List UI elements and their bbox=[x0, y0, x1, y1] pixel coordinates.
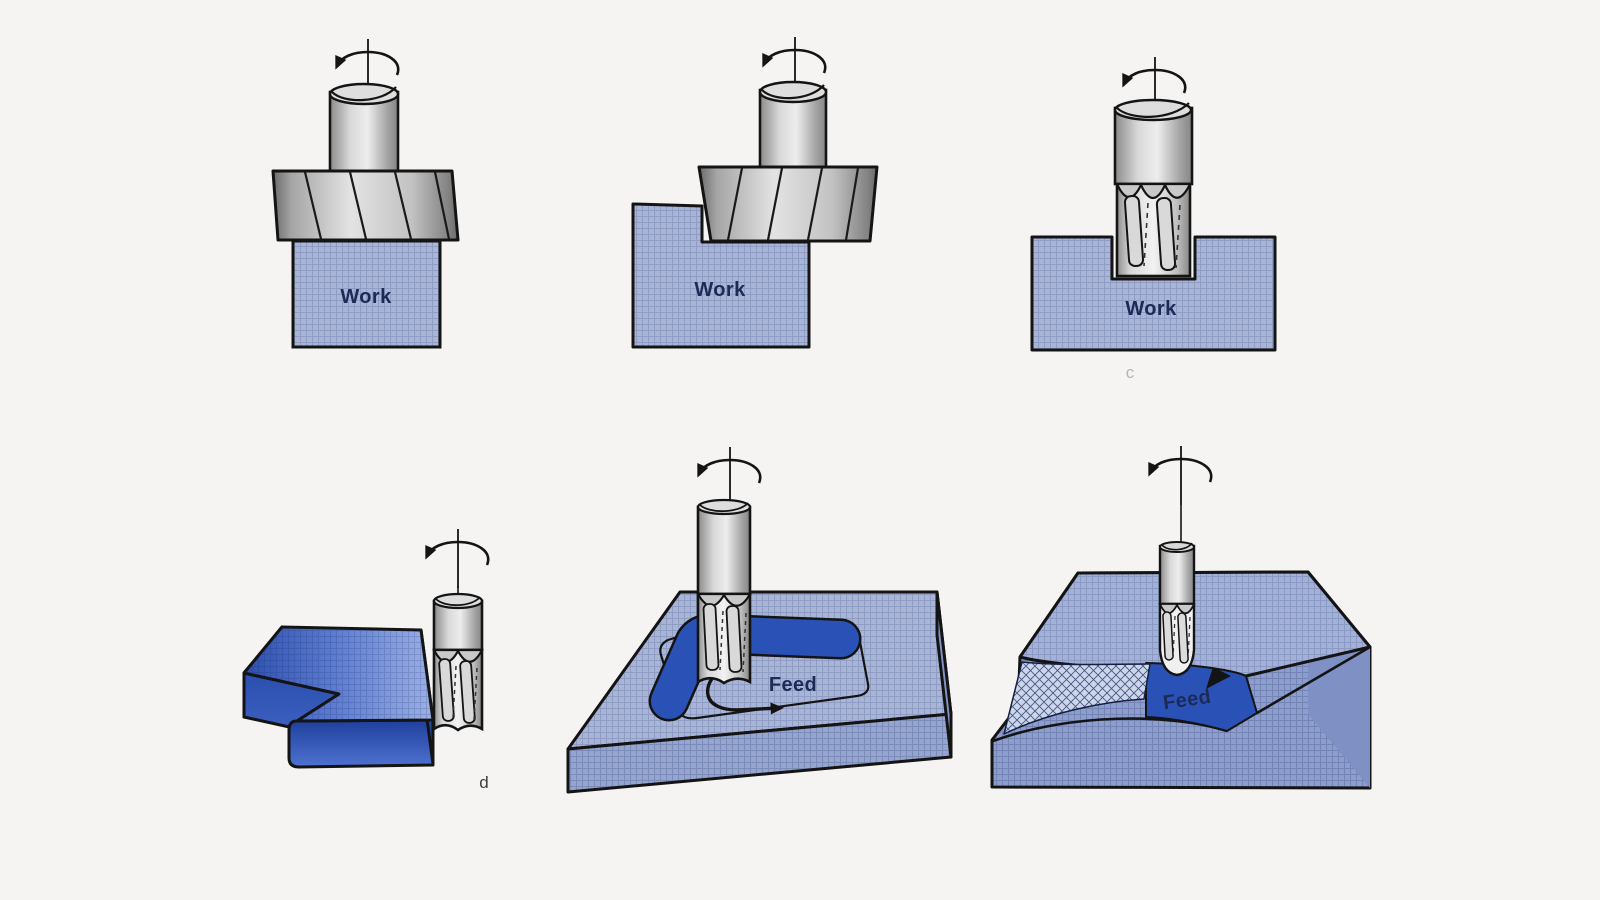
machined-hatched-strip bbox=[1003, 661, 1151, 735]
work-label: Work bbox=[340, 286, 392, 308]
feed-arrowhead-icon bbox=[1206, 667, 1231, 689]
figure-surface-contouring: Feed bbox=[990, 446, 1372, 790]
flute-dashed-lines bbox=[1143, 202, 1181, 269]
flute-channel bbox=[702, 603, 720, 671]
figure-face-milling-conventional: Work bbox=[271, 39, 460, 349]
face-mill-cutter bbox=[271, 169, 460, 242]
flute-dashed-lines bbox=[1172, 615, 1191, 661]
part-top-texture bbox=[244, 627, 433, 721]
flute-channel bbox=[1177, 612, 1189, 664]
flute-channel bbox=[1123, 195, 1145, 267]
cutter-teeth-lines bbox=[303, 171, 451, 240]
cutter-body bbox=[697, 165, 879, 243]
flute-channel bbox=[725, 605, 743, 673]
cutter-top-swirl bbox=[435, 596, 481, 607]
end-mill-cutter bbox=[1113, 98, 1194, 278]
work-label: Work bbox=[694, 279, 746, 301]
cutter-body bbox=[271, 169, 460, 242]
end-mill-cutter bbox=[432, 592, 484, 732]
work-block bbox=[291, 239, 442, 349]
corner-edge bbox=[1256, 645, 1371, 715]
work-block-with-slot bbox=[1030, 235, 1277, 352]
plate-right-face bbox=[935, 590, 953, 759]
end-mill-cutter bbox=[696, 498, 752, 685]
figure-caption: c bbox=[1126, 363, 1135, 382]
figure-end-milling-slot: Work c bbox=[1030, 57, 1277, 382]
spindle-shaft bbox=[328, 90, 400, 174]
flute-channel bbox=[1155, 197, 1177, 271]
feed-label: Feed bbox=[769, 674, 817, 696]
flute-dashed-lines bbox=[719, 610, 747, 673]
flute-dashed-lines bbox=[452, 665, 478, 721]
cutter-shank bbox=[696, 505, 752, 596]
flute-channel bbox=[1162, 611, 1174, 661]
part-front-face bbox=[287, 718, 435, 769]
rotation-arrow-icon bbox=[699, 447, 760, 506]
cutter-top-swirl bbox=[699, 502, 749, 513]
figure-face-milling-partial: Work bbox=[631, 37, 879, 349]
spindle-top-swirl bbox=[761, 84, 825, 100]
rotation-arrow-icon bbox=[427, 529, 488, 588]
figure-profile-milling: d bbox=[242, 529, 489, 792]
cutter-top-swirl bbox=[1161, 542, 1193, 551]
figure-caption: d bbox=[479, 773, 488, 792]
rotation-arrow-icon bbox=[1150, 446, 1211, 505]
figure-pocket-milling: Feed bbox=[566, 447, 953, 794]
cutter-top-swirl bbox=[1116, 102, 1190, 118]
cutter-teeth-lines bbox=[726, 167, 860, 241]
contour-channel bbox=[1145, 662, 1258, 732]
cutter-shank bbox=[1158, 544, 1196, 606]
ball-end-mill-cutter bbox=[1158, 541, 1196, 677]
workpiece-part bbox=[242, 625, 435, 769]
flute-channel bbox=[438, 658, 455, 722]
face-mill-cutter bbox=[697, 165, 879, 243]
flute-channel bbox=[459, 660, 476, 724]
spindle-top-swirl bbox=[331, 86, 397, 102]
work-label: Work bbox=[1125, 298, 1177, 320]
